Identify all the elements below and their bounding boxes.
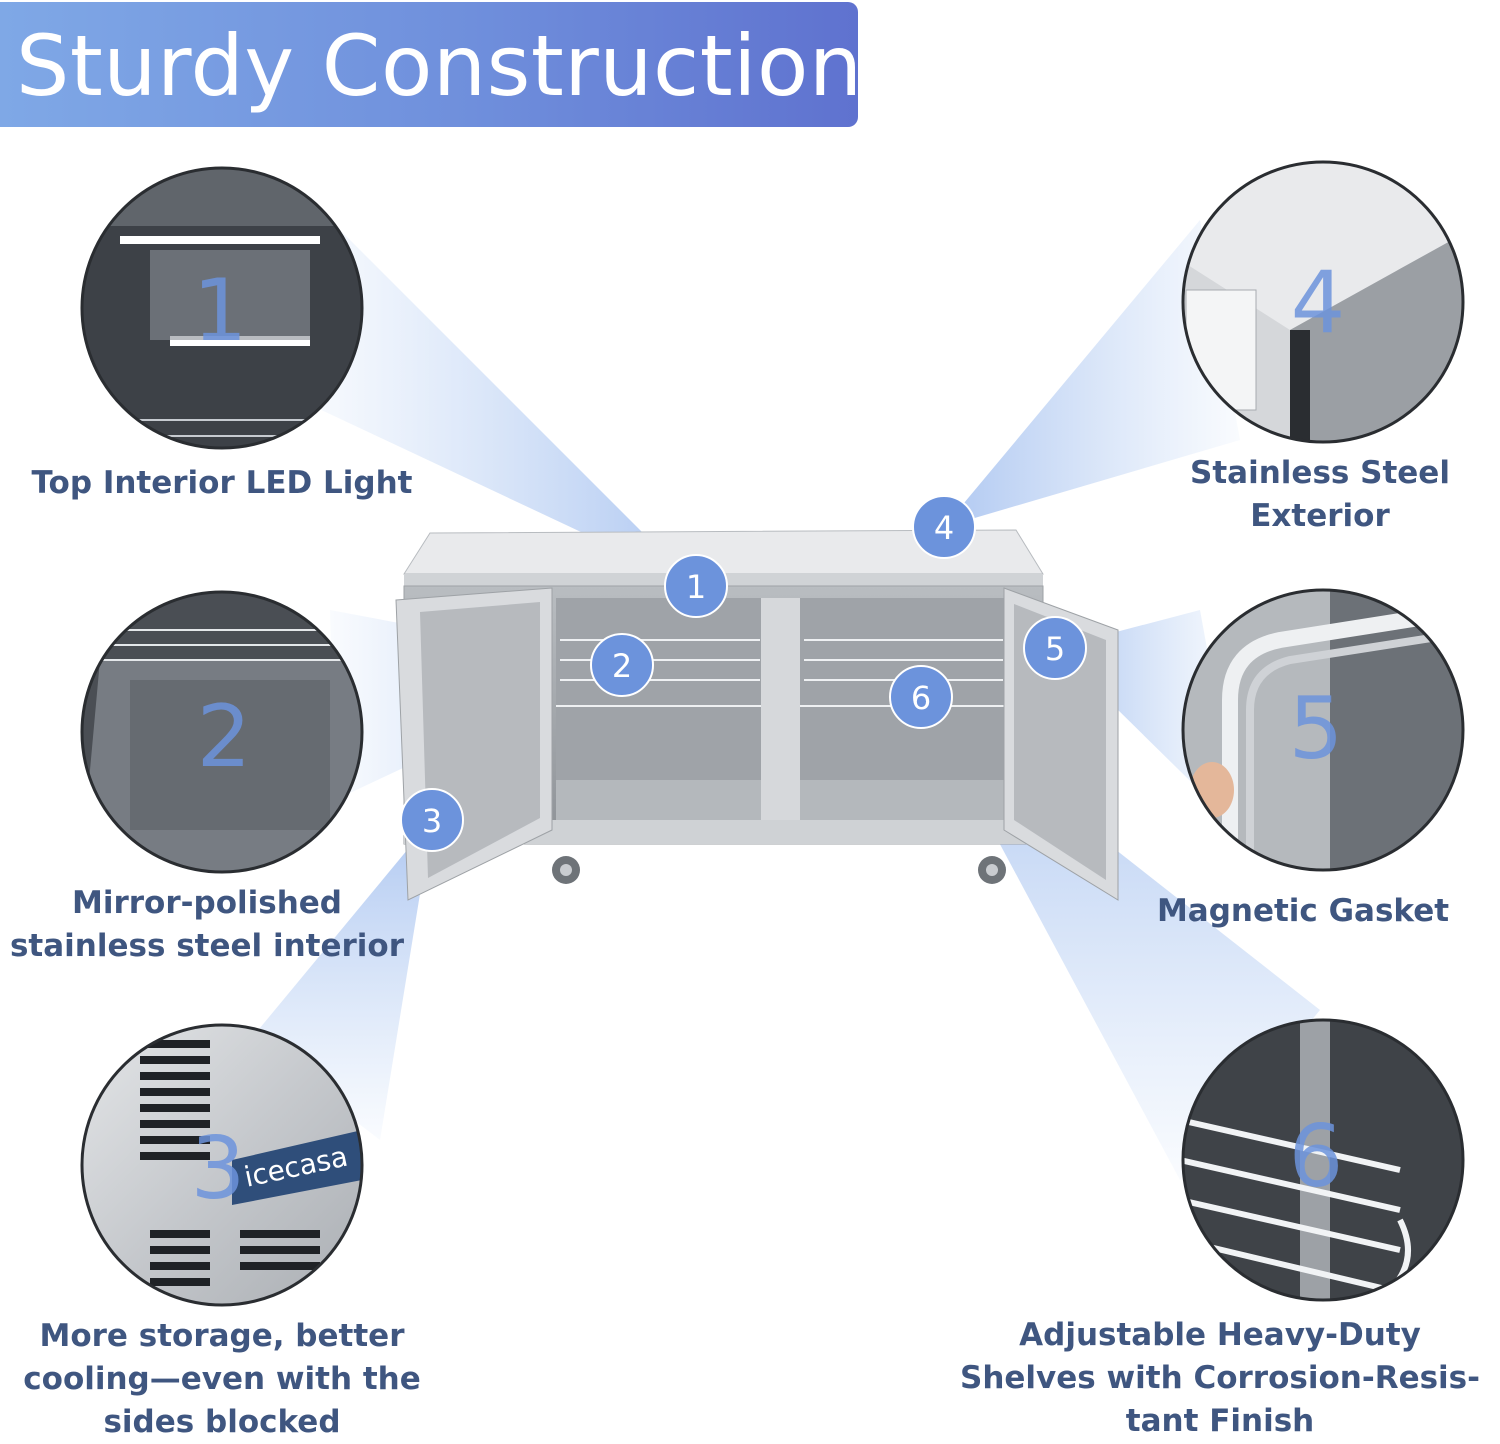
- marker-4: 4: [912, 495, 976, 559]
- detail-circle-interior: [80, 590, 364, 874]
- caption-led-light: Top Interior LED Light: [31, 465, 413, 501]
- detail-circle-exterior: [1181, 160, 1465, 444]
- detail-circle-shelves: [1181, 1018, 1465, 1302]
- circle-number-3: 3: [191, 1119, 246, 1219]
- svg-text:3: 3: [422, 802, 442, 840]
- svg-text:6: 6: [911, 679, 931, 717]
- marker-5: 5: [1023, 616, 1087, 680]
- circle-number-1: 1: [193, 261, 248, 361]
- page-title: Sturdy Construction: [16, 17, 863, 115]
- marker-2: 2: [590, 633, 654, 697]
- svg-text:2: 2: [612, 647, 632, 685]
- caption-gasket: Magnetic Gasket: [1156, 893, 1450, 929]
- caption-interior: Mirror-polished stainless steel interior: [9, 885, 404, 964]
- marker-6: 6: [889, 665, 953, 729]
- svg-text:1: 1: [686, 568, 706, 606]
- circle-number-2: 2: [197, 687, 252, 787]
- svg-text:5: 5: [1045, 630, 1065, 668]
- circle-number-5: 5: [1289, 679, 1344, 779]
- refrigerator: [395, 529, 1119, 901]
- title-banner: Sturdy Construction: [0, 2, 862, 127]
- detail-circle-vents: [80, 1023, 364, 1307]
- svg-text:4: 4: [934, 509, 954, 547]
- marker-1: 1: [664, 554, 728, 618]
- beam-4: [944, 220, 1240, 527]
- beam-1: [300, 230, 696, 586]
- caption-shelves: Adjustable Heavy-Duty Shelves with Corro…: [960, 1317, 1480, 1439]
- marker-3: 3: [400, 788, 464, 852]
- detail-circle-gasket: [1181, 588, 1465, 872]
- caption-exterior: Stainless Steel Exterior: [1190, 455, 1450, 534]
- caption-storage-cooling: More storage, better cooling—even with t…: [23, 1318, 421, 1440]
- circle-number-6: 6: [1289, 1107, 1344, 1207]
- circle-number-4: 4: [1291, 253, 1346, 353]
